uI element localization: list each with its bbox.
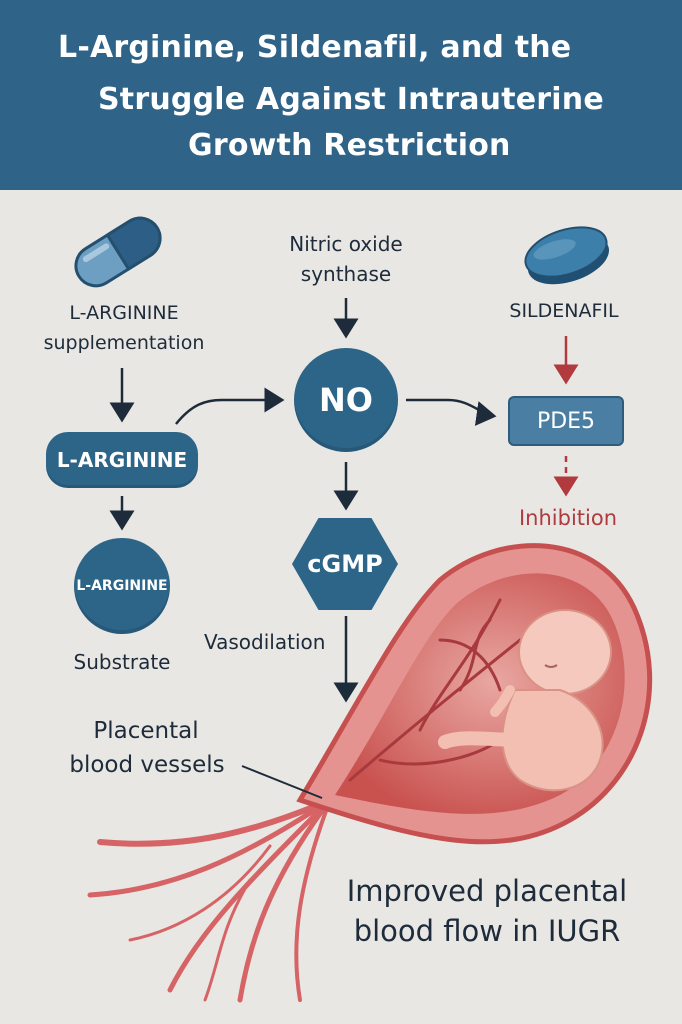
enzyme-label-2: synthase [300,262,392,286]
outcome-label-2: blood flow in IUGR [353,914,621,948]
sildenafil-label: SILDENAFIL [509,300,619,322]
enzyme-label-1: Nitric oxide [289,232,403,256]
title-line-1: L-Arginine, Sildenafil, and the [58,30,572,65]
l-arginine-pill: L-ARGININE [46,432,198,488]
placenta-illustration [87,543,653,1003]
vessels-leader-line [241,765,323,799]
outcome-label-1: Improved placental [346,874,628,908]
title-line-3: Growth Restriction [188,128,511,163]
fetus-icon [438,609,612,792]
vessels-label-2: blood vessels [69,752,225,778]
supplement-label-1: L-ARGININE [69,302,179,324]
arrow-pill-to-no [175,387,285,425]
capsule-icon [74,216,162,288]
substrate-label: Substrate [73,650,171,674]
title-banner: L-Arginine, Sildenafil, and the Struggle… [0,0,682,190]
title-line-2: Struggle Against Intrauterine [98,82,604,117]
arrow-no-to-pde5 [406,398,497,426]
l-arginine-circle: L-ARGININE [74,538,170,634]
nitric-oxide-node: NO [294,348,398,452]
pde5-box: PDE5 [508,396,624,446]
supplement-label-2: supplementation [43,332,205,354]
inhibition-label: Inhibition [518,506,618,530]
vessels-label-1: Placental [93,718,199,744]
vasodilation-label: Vasodilation [204,630,326,654]
tablet-icon [524,226,609,285]
